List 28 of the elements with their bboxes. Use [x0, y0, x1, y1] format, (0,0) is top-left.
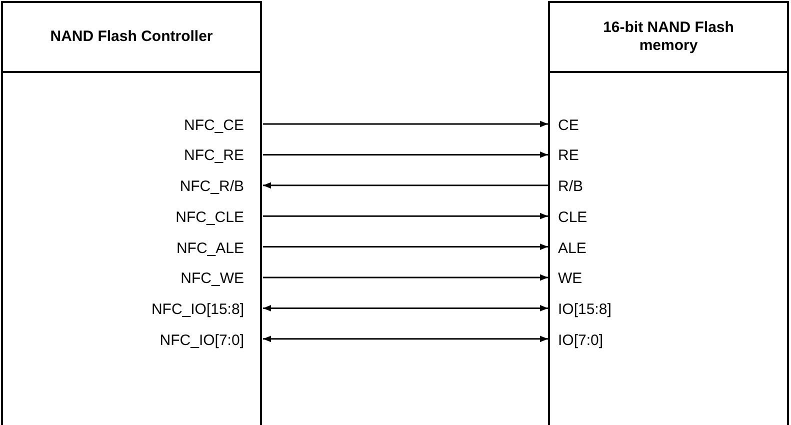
- signal-arrow: [263, 274, 548, 281]
- signal-name: ALE: [558, 238, 586, 259]
- signal-name: RE: [558, 146, 579, 166]
- block-box: [1, 1, 262, 425]
- signal-name: R/B: [558, 177, 584, 198]
- signal-name: NFC_IO[7:0]: [160, 330, 244, 351]
- block-box: [548, 1, 789, 425]
- signal-arrow: [263, 182, 548, 189]
- signal-arrow: [263, 305, 548, 312]
- signal-name: IO[15:8]: [558, 300, 612, 320]
- signal-name: NFC_WE: [180, 269, 244, 290]
- signal-name: NFC_RE: [184, 146, 244, 166]
- signal-name: NFC_ALE: [176, 238, 244, 259]
- signal-arrow: [263, 212, 548, 220]
- signal-arrow: [263, 120, 548, 128]
- signal-arrow: [263, 336, 548, 342]
- signal-name: IO[7:0]: [558, 330, 604, 351]
- block-title: 16-bit NAND Flash memory: [602, 19, 735, 55]
- signal-arrow: [263, 152, 548, 158]
- block-title: NAND Flash Controller: [49, 28, 214, 46]
- signal-name: NFC_CE: [184, 116, 244, 136]
- signal-name: NFC_CLE: [176, 208, 244, 228]
- signal-arrow: [263, 244, 548, 250]
- signal-name: NFC_R/B: [180, 177, 244, 198]
- signal-name: NFC_IO[15:8]: [151, 300, 244, 320]
- signal-name: CLE: [558, 208, 588, 228]
- signal-name: WE: [558, 269, 582, 290]
- signal-name: CE: [558, 116, 579, 136]
